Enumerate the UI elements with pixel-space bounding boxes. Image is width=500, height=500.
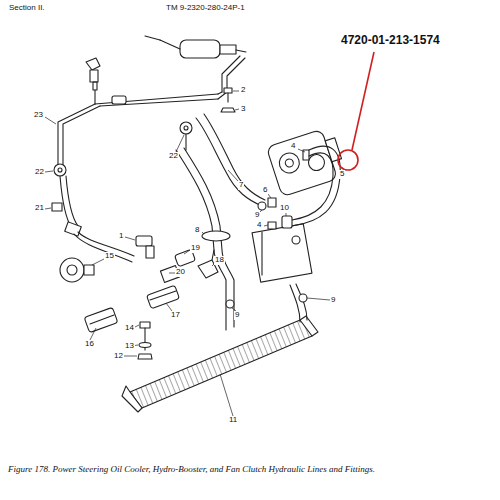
callout-number: 4	[290, 142, 296, 151]
callout-number: 2	[240, 86, 246, 95]
callout-number: 12	[113, 352, 124, 361]
page-header: Section II.	[8, 4, 46, 13]
page-header: TM 9-2320-280-24P-1	[165, 4, 246, 13]
callout-number: 9	[234, 311, 240, 320]
callout-number: 23	[33, 111, 44, 120]
callout-number: 9	[254, 211, 260, 220]
callout-number: 6	[262, 186, 268, 195]
callout-number: 5	[339, 170, 345, 179]
callout-number: 19	[190, 244, 201, 253]
callout-number: 16	[84, 340, 95, 349]
callout-number: 4	[256, 221, 262, 230]
callout-number: 11	[228, 416, 238, 425]
callout-number: 22	[168, 152, 179, 161]
callout-number: 14	[124, 324, 135, 333]
callout-number: 21	[34, 204, 45, 213]
callout-number: 9	[330, 296, 336, 305]
callout-number: 22	[34, 168, 45, 177]
callout-number: 10	[279, 204, 290, 213]
callout-number: 1	[118, 232, 124, 241]
callout-number: 18	[214, 256, 225, 265]
callout-number: 20	[175, 268, 186, 277]
callout-number: 8	[194, 226, 200, 235]
callout-number: 7	[238, 181, 244, 190]
part-number: 4720-01-213-1574	[340, 34, 441, 47]
callout-number: 3	[240, 105, 246, 114]
figure-caption: Figure 178. Power Steering Oil Cooler, H…	[8, 464, 488, 475]
callout-number: 17	[170, 311, 181, 320]
callout-number: 13	[124, 342, 135, 351]
callout-number: 15	[104, 252, 115, 261]
